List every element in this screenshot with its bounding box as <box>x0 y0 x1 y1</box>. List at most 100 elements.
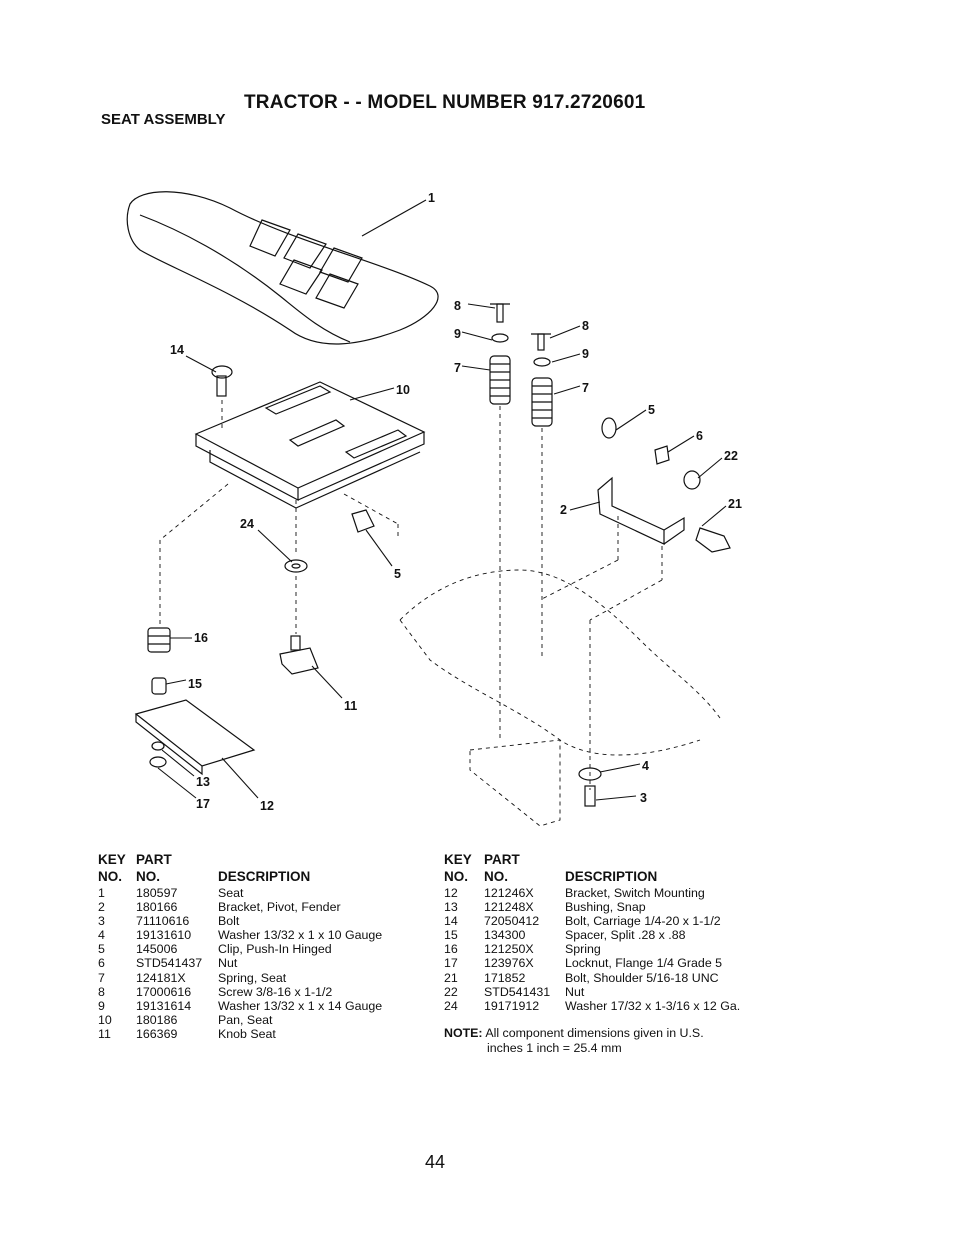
description-cell: Washer 17/32 x 1-3/16 x 12 Ga. <box>565 998 741 1013</box>
key-cell: 3 <box>98 914 105 929</box>
description-cell: Pan, Seat <box>218 1012 273 1027</box>
callout-13: 13 <box>196 775 210 789</box>
callout-9-right: 9 <box>582 347 589 361</box>
part-number-cell: 124181X <box>136 970 186 985</box>
part-number-cell: 19131614 <box>136 998 192 1013</box>
key-cell: 8 <box>98 984 105 999</box>
description-cell: Screw 3/8-16 x 1-1/2 <box>218 984 333 999</box>
callout-labels: 1 14 10 8 9 7 8 9 7 5 6 22 2 21 24 5 16 … <box>170 191 742 813</box>
key-cell: 15 <box>444 928 458 943</box>
callout-22: 22 <box>724 449 738 463</box>
callout-2: 2 <box>560 503 567 517</box>
callout-4: 4 <box>642 759 649 773</box>
description-cell: Bolt <box>218 914 240 929</box>
table-row: 14 72050412 Bolt, Carriage 1/4-20 x 1-1/2 <box>444 914 784 928</box>
key-cell: 4 <box>98 928 105 943</box>
callout-11: 11 <box>344 699 357 713</box>
table-header: KEY NO. PART NO. DESCRIPTION <box>444 852 784 886</box>
description-cell: Washer 13/32 x 1 x 10 Gauge <box>218 928 383 943</box>
part-number-cell: 72050412 <box>484 914 540 929</box>
callout-8-left: 8 <box>454 299 461 313</box>
key-header-top: KEY <box>444 852 472 867</box>
description-header: DESCRIPTION <box>218 869 311 884</box>
key-cell: 12 <box>444 886 458 900</box>
description-cell: Bolt, Carriage 1/4-20 x 1-1/2 <box>565 914 721 929</box>
part-number-cell: 180186 <box>136 1012 178 1027</box>
key-cell: 22 <box>444 984 458 999</box>
callout-15: 15 <box>188 677 202 691</box>
description-cell: Knob Seat <box>218 1026 276 1041</box>
callout-7-left: 7 <box>454 361 461 375</box>
key-cell: 6 <box>98 956 105 971</box>
pivot-bracket-drawing <box>597 417 731 553</box>
callout-9-left: 9 <box>454 327 461 341</box>
callout-14: 14 <box>170 343 184 357</box>
switch-bracket-drawing <box>134 627 256 776</box>
table-row: 15 134300 Spacer, Split .28 x .88 <box>444 928 784 942</box>
part-number-cell: 123976X <box>484 956 534 971</box>
key-cell: 1 <box>98 886 105 900</box>
key-cell: 16 <box>444 942 458 957</box>
note-line-1: All component dimensions given in U.S. <box>485 1026 704 1040</box>
note-line-2: inches 1 inch = 25.4 mm <box>487 1040 622 1055</box>
part-number-cell: 166369 <box>136 1026 178 1041</box>
description-cell: Spring, Seat <box>218 970 287 985</box>
key-cell: 17 <box>444 956 458 971</box>
callout-6: 6 <box>696 429 703 443</box>
description-cell: Nut <box>565 984 585 999</box>
part-number-cell: 121248X <box>484 900 534 915</box>
table-row: 5 145006 Clip, Push-In Hinged <box>98 942 438 956</box>
part-number-cell: 171852 <box>484 970 526 985</box>
description-header: DESCRIPTION <box>565 869 658 884</box>
leader-lines <box>157 199 727 801</box>
part-number-cell: 121246X <box>484 886 534 900</box>
part-number-cell: 71110616 <box>136 914 190 929</box>
table-row: 4 19131610 Washer 13/32 x 1 x 10 Gauge <box>98 928 438 942</box>
callout-5-lower: 5 <box>394 567 401 581</box>
part-header-bottom: NO. <box>136 869 161 884</box>
description-cell: Washer 13/32 x 1 x 14 Gauge <box>218 998 383 1013</box>
callout-16: 16 <box>194 631 208 645</box>
key-header-bottom: NO. <box>98 869 123 884</box>
dimension-note: NOTE: All component dimensions given in … <box>444 1026 784 1055</box>
key-header-bottom: NO. <box>444 869 469 884</box>
table-row: 12 121246X Bracket, Switch Mounting <box>444 886 784 900</box>
description-cell: Bushing, Snap <box>565 900 646 915</box>
part-header-top: PART <box>484 852 520 867</box>
description-cell: Locknut, Flange 1/4 Grade 5 <box>565 956 723 971</box>
table-row: 3 71110616 Bolt <box>98 914 438 928</box>
description-cell: Clip, Push-In Hinged <box>218 942 332 957</box>
table-header: KEY NO. PART NO. DESCRIPTION <box>98 852 438 886</box>
carriage-bolt-drawing <box>211 365 233 397</box>
key-cell: 14 <box>444 914 458 929</box>
part-number-cell: 145006 <box>136 942 178 957</box>
key-cell: 10 <box>98 1012 112 1027</box>
key-cell: 5 <box>98 942 105 957</box>
description-cell: Bracket, Switch Mounting <box>565 886 705 900</box>
part-number-cell: 134300 <box>484 928 526 943</box>
part-number-cell: 180166 <box>136 900 178 915</box>
washer-bolt-drawing <box>578 767 602 807</box>
part-number-cell: 19131610 <box>136 928 192 943</box>
callout-3: 3 <box>640 791 647 805</box>
key-cell: 21 <box>444 970 458 985</box>
description-cell: Spacer, Split .28 x .88 <box>565 928 686 943</box>
section-title: SEAT ASSEMBLY <box>101 111 226 128</box>
hardware-lower-drawing <box>279 509 375 675</box>
spring-stack-right <box>531 333 553 427</box>
parts-table-right: KEY NO. PART NO. DESCRIPTION 12 121246X Br… <box>444 852 784 1013</box>
callout-8-right: 8 <box>582 319 589 333</box>
part-header-top: PART <box>136 852 172 867</box>
key-header-top: KEY <box>98 852 126 867</box>
description-cell: Bracket, Pivot, Fender <box>218 900 341 915</box>
